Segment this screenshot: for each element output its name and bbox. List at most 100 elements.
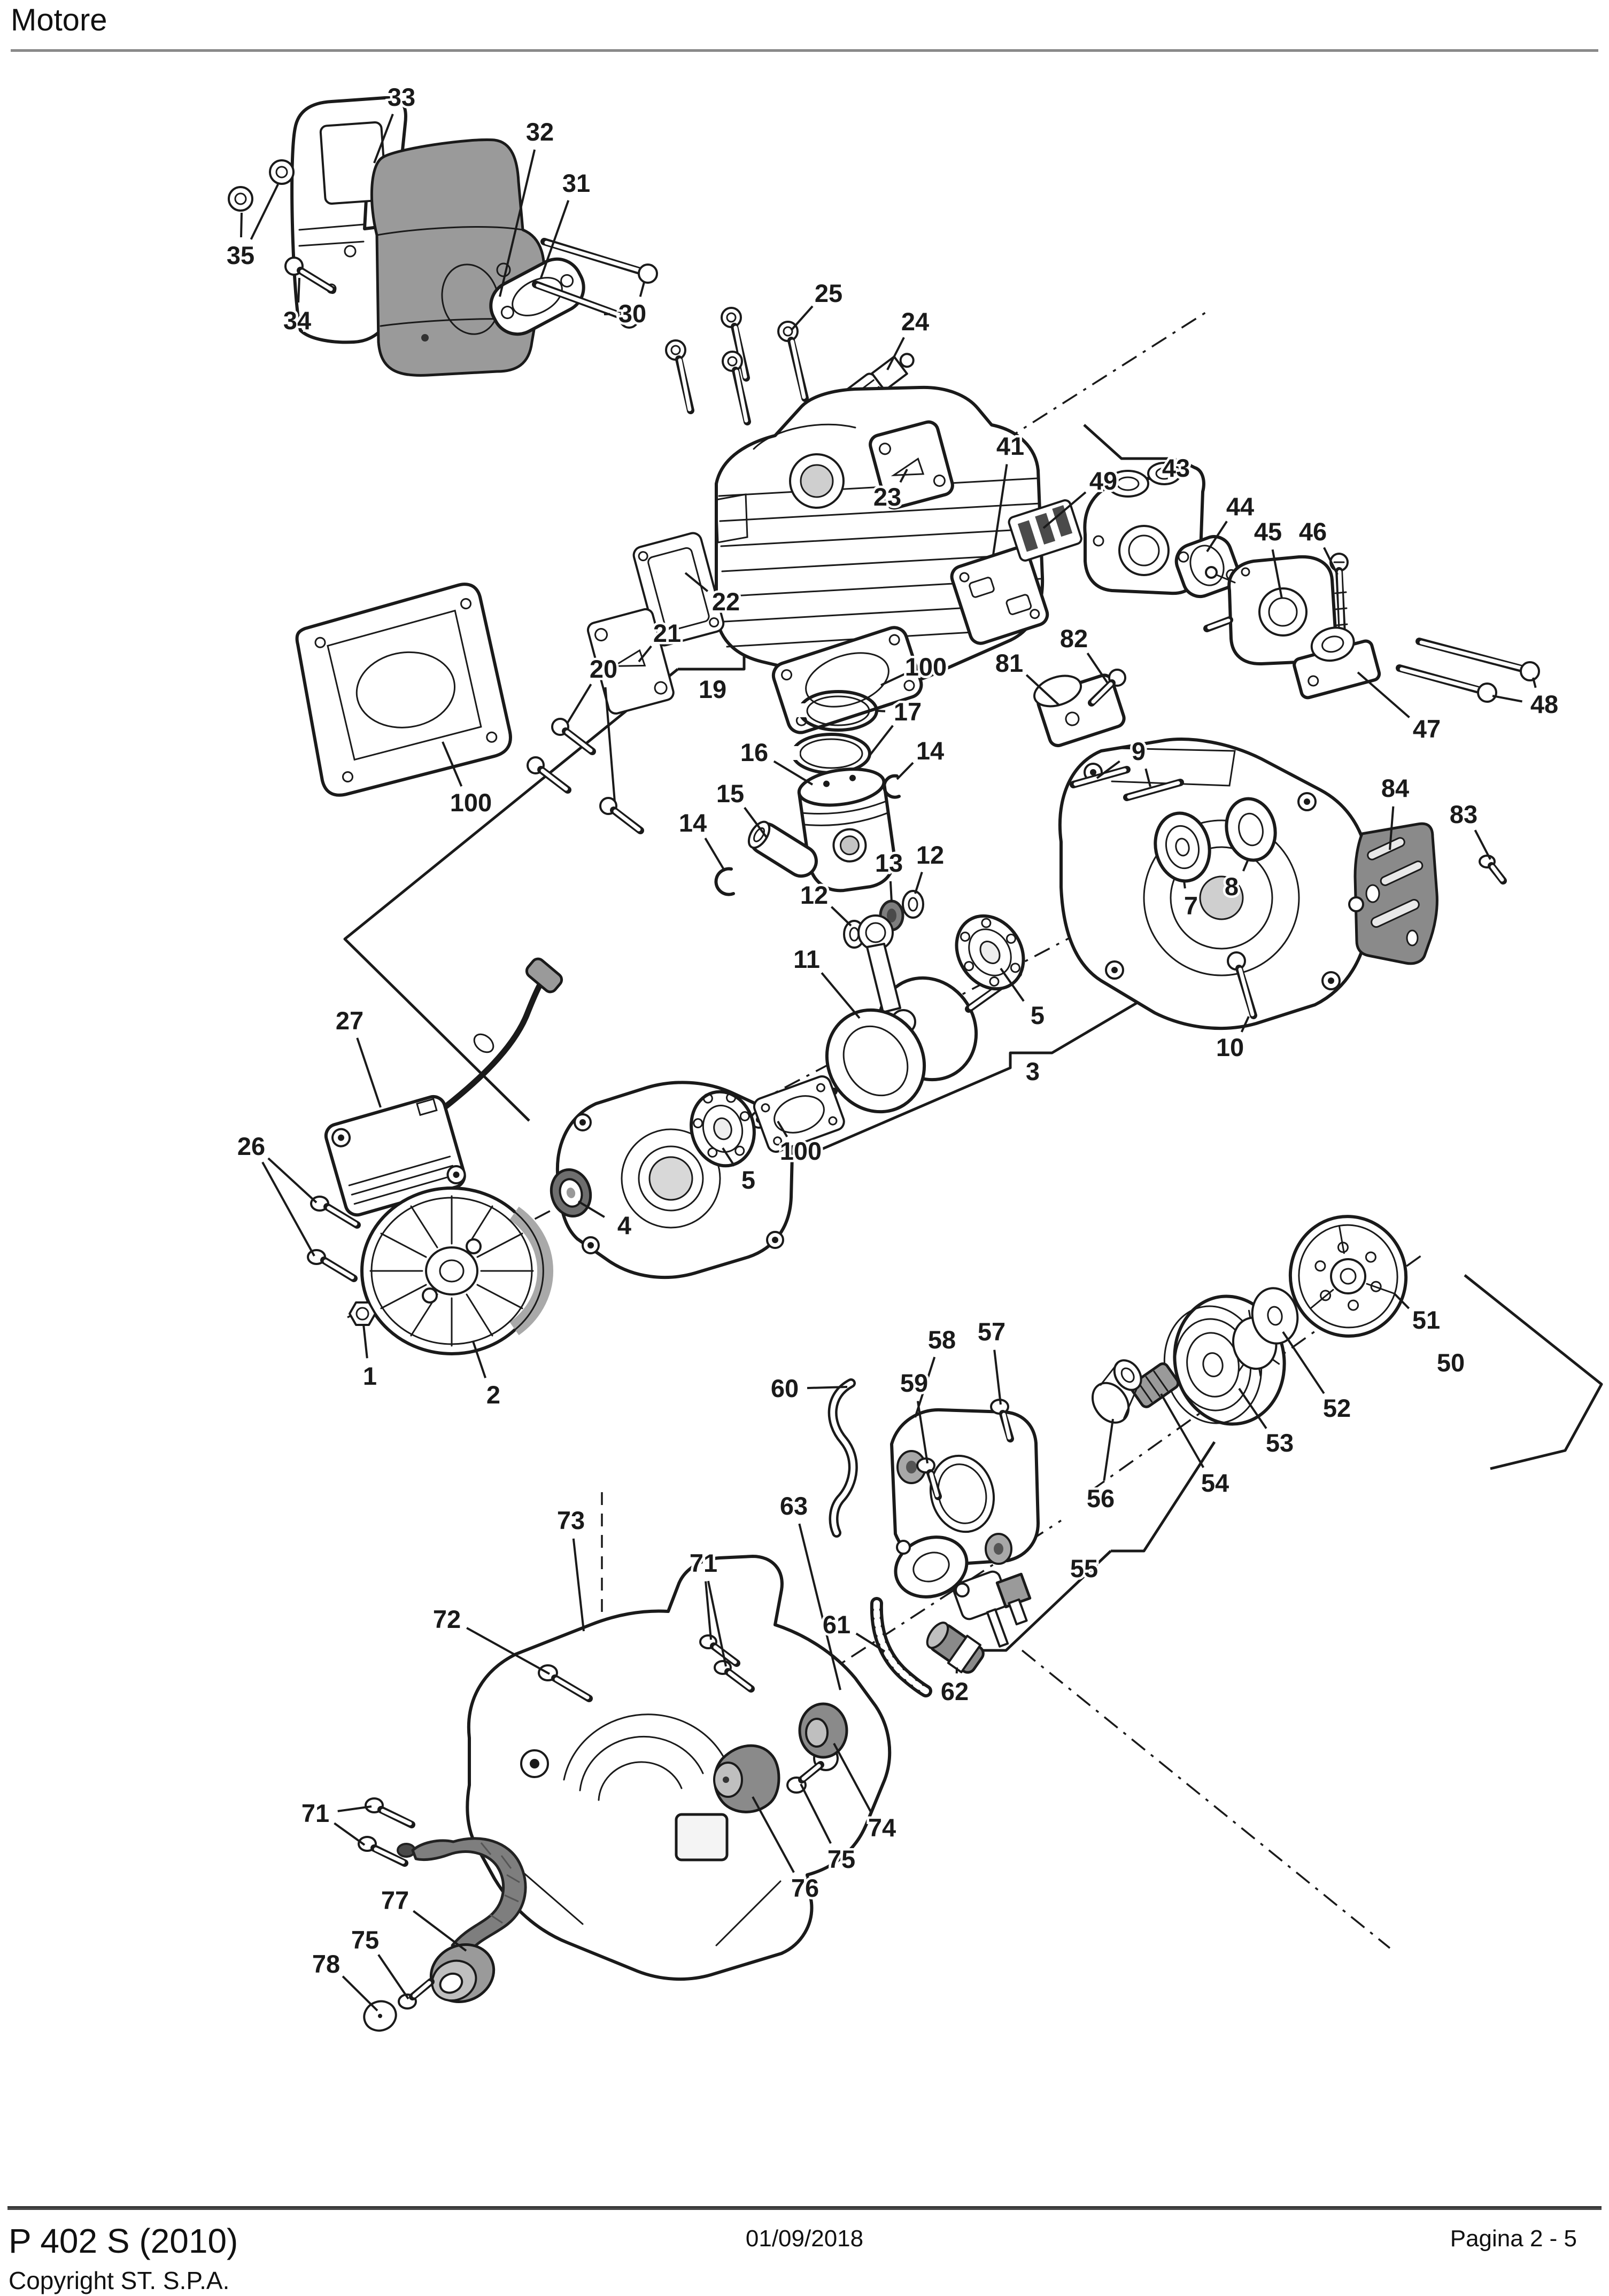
svg-text:14: 14 [916,736,944,765]
crankshaft-11 [781,914,1022,1130]
strap-washer-78 [363,2000,397,2032]
svg-text:74: 74 [868,1813,896,1842]
callout-57: 57 [975,1315,1008,1405]
callout-13: 13 [872,847,906,903]
svg-text:73: 73 [557,1506,585,1534]
cover-screws-20 [527,718,644,834]
callout-51: 51 [1393,1292,1443,1337]
svg-text:100: 100 [905,653,947,681]
svg-text:20: 20 [590,655,617,683]
header-rule [11,49,1598,52]
svg-text:100: 100 [450,788,492,817]
crankcase-right-half [1058,738,1371,1030]
oil-seal-4 [550,1168,592,1218]
callout-43: 43 [1159,452,1192,485]
svg-text:4: 4 [617,1211,631,1239]
crank-bearing-5 [955,914,1025,991]
svg-text:1: 1 [363,1362,377,1390]
callout-55: 55 [1067,1552,1100,1585]
svg-text:3: 3 [1026,1057,1040,1085]
case-gasket-100 [753,1075,845,1153]
callout-19: 19 [696,673,729,706]
side-gasket-22 [632,532,725,647]
clutch-washer-52 [1251,1287,1299,1345]
callout-34: 34 [281,277,314,337]
svg-text:50: 50 [1437,1348,1465,1377]
buffer-screw-75 [786,1761,824,1794]
carb-gasket-44 [1174,535,1240,598]
callout-49: 49 [1042,464,1120,529]
callout-54: 54 [1160,1393,1232,1500]
callout-3: 3 [1023,1055,1042,1088]
svg-text:82: 82 [1060,624,1088,653]
muffler [370,138,545,377]
svg-text:23: 23 [873,483,901,511]
svg-text:10: 10 [1216,1033,1244,1061]
intake-manifold-43 [1083,460,1205,595]
svg-text:35: 35 [227,241,254,269]
footer-date: 01/09/2018 [745,2225,864,2252]
callout-23: 23 [871,469,908,514]
piston-crank-group [295,583,1507,1130]
clutch-assembly-51 [1288,1215,1408,1338]
insulator-screw-82 [1088,669,1126,707]
spark-plug-boot [525,957,563,994]
callout-5: 5 [722,1147,758,1197]
svg-text:49: 49 [1089,467,1117,495]
svg-text:83: 83 [1450,800,1478,828]
cylinder-screws [665,307,809,425]
callout-71: 71 [687,1547,727,1667]
callout-75: 75 [349,1923,409,2000]
svg-text:46: 46 [1299,517,1327,546]
callout-83: 83 [1447,798,1491,860]
fuel-valve-47 [1293,626,1381,700]
callout-81: 81 [993,647,1061,707]
svg-text:5: 5 [1031,1001,1045,1029]
svg-text:56: 56 [1087,1484,1115,1512]
callout-22: 22 [684,572,742,618]
svg-text:53: 53 [1266,1429,1294,1457]
svg-text:48: 48 [1530,690,1558,718]
strap-screw-75 [398,1978,435,2010]
oil-pickup-62 [926,1622,985,1674]
callout-50: 50 [1434,1346,1467,1379]
housing-screws-71-upper [699,1634,755,1693]
shield-screw [284,257,336,294]
callout-100: 100 [777,1120,824,1168]
footer-copyright: Copyright ST. S.P.A. [9,2267,230,2294]
svg-text:16: 16 [740,738,768,766]
callout-10: 10 [1213,1016,1250,1064]
svg-text:13: 13 [875,849,903,877]
svg-text:12: 12 [916,841,944,869]
svg-text:71: 71 [690,1549,717,1577]
spacer-collar-56 [1091,1359,1142,1424]
callout-48: 48 [1492,677,1561,721]
svg-text:33: 33 [388,83,415,111]
svg-text:12: 12 [800,881,828,909]
svg-text:15: 15 [716,779,744,808]
callout-73: 73 [554,1504,587,1632]
svg-text:2: 2 [486,1380,500,1409]
carburetor-group [1008,460,1540,748]
svg-text:25: 25 [815,279,842,307]
svg-text:60: 60 [771,1374,799,1402]
heat-spacer-49 [1008,499,1082,562]
callout-14: 14 [896,734,947,780]
callout-56: 56 [1084,1418,1117,1515]
svg-text:44: 44 [1226,492,1254,521]
callout-20: 20 [567,653,620,802]
svg-text:41: 41 [996,432,1024,460]
callout-15: 15 [714,777,768,839]
callout-26: 26 [235,1130,318,1256]
svg-text:75: 75 [827,1845,855,1873]
clutch-group [827,1215,1408,1567]
spark-plug-wire [432,978,545,1118]
callout-1: 1 [360,1324,380,1393]
svg-text:77: 77 [381,1886,409,1914]
svg-text:14: 14 [679,809,707,837]
housing-screws-71-lower [358,1797,415,1867]
callout-5: 5 [1000,967,1047,1032]
callout-62: 62 [938,1667,971,1708]
callout-74: 74 [833,1743,899,1844]
